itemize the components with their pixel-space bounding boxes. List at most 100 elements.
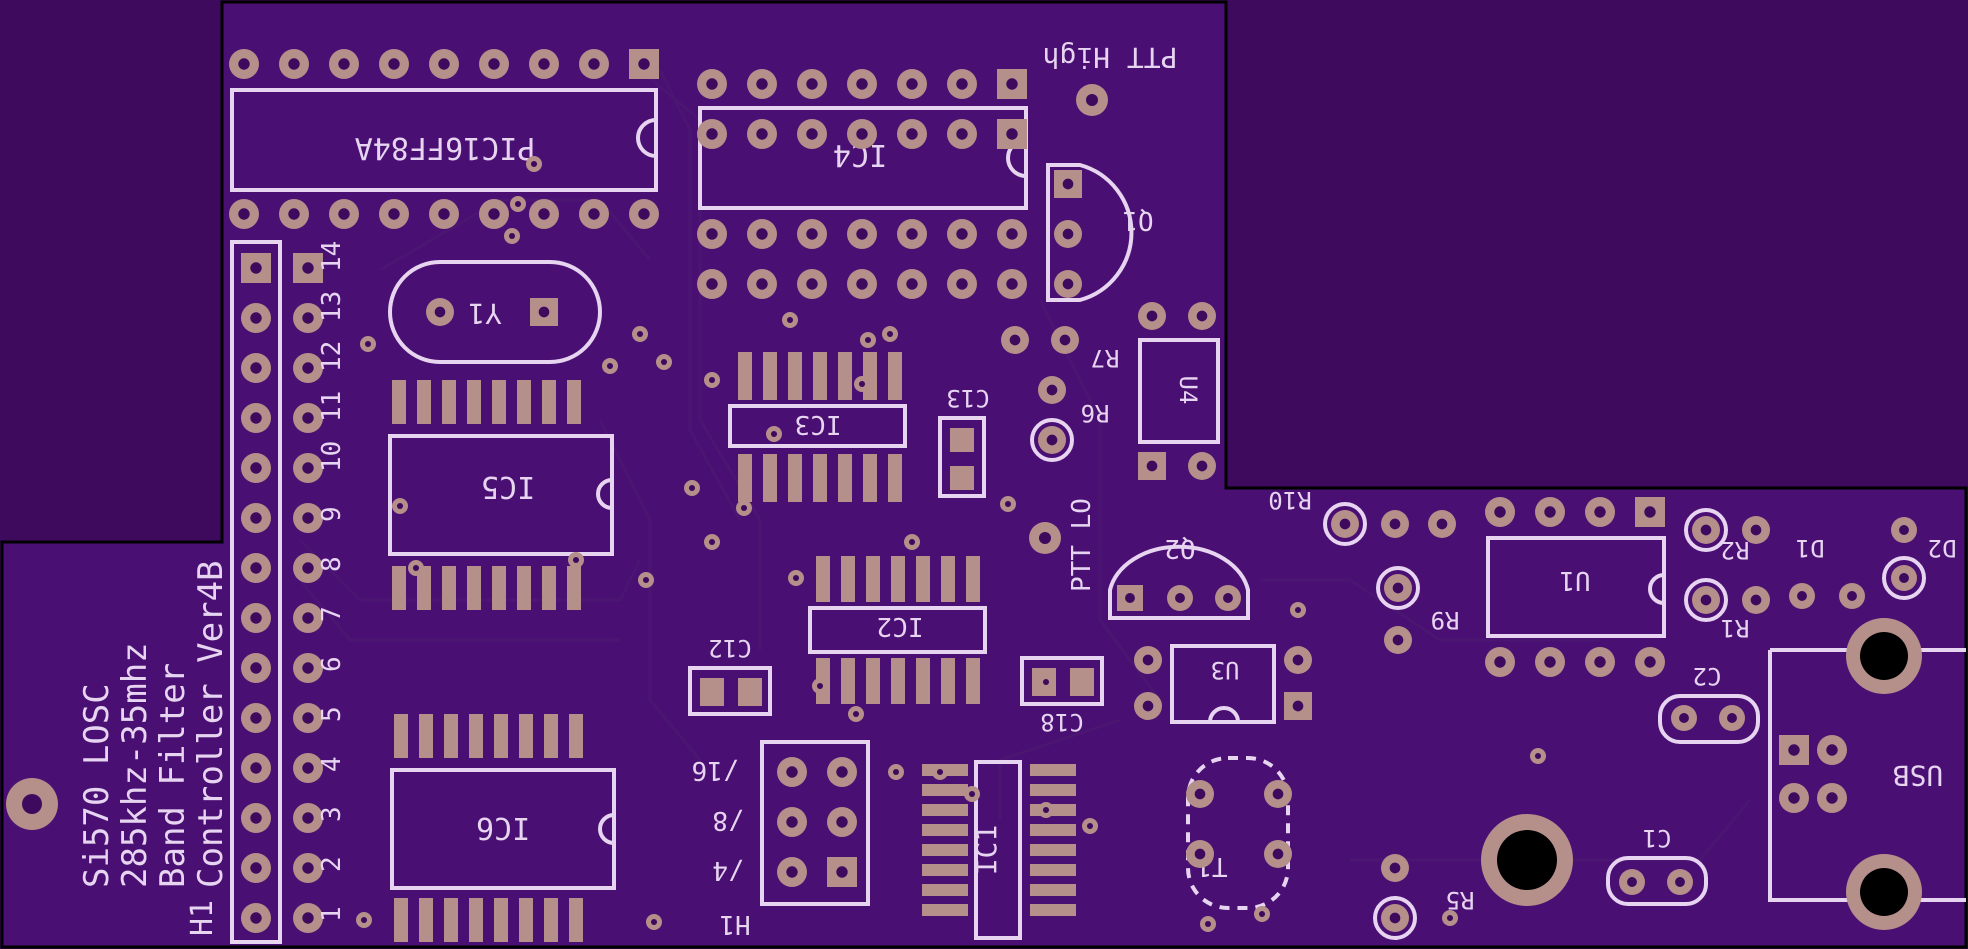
smd-pad	[838, 352, 852, 400]
smd-pad	[442, 566, 456, 610]
r1-label: R1	[1721, 614, 1750, 642]
ptt-lo-label: PTT LO	[1067, 498, 1097, 592]
pad-drill	[250, 312, 262, 324]
ic1-chip: IC1	[970, 760, 1022, 940]
div4-label: /4	[712, 855, 743, 885]
pad-drill	[606, 362, 614, 370]
smd-pad	[863, 454, 877, 502]
title-line-1: Si570 LOSC	[77, 683, 117, 888]
pad-drill	[786, 816, 798, 828]
pad-drill	[836, 816, 848, 828]
pads-layer	[229, 49, 1917, 942]
pad-drill	[1544, 656, 1556, 668]
pad-drill	[936, 768, 944, 776]
pad-drill	[1594, 506, 1606, 518]
div16-label: /16	[692, 755, 739, 785]
pad-drill	[806, 228, 818, 240]
ic2-chip: IC2	[808, 606, 987, 654]
q2-transistor: Q2	[1108, 533, 1250, 620]
pad-drill	[756, 228, 768, 240]
pad-drill	[1042, 678, 1050, 686]
smd-pad	[419, 898, 433, 942]
c1-label: C1	[1643, 824, 1672, 852]
smd-pad	[542, 380, 556, 424]
pad-drill	[856, 128, 868, 140]
header-pin-number: 9	[317, 506, 347, 522]
pad-drill	[856, 228, 868, 240]
pad-drill	[1294, 606, 1302, 614]
pad-drill	[1142, 700, 1154, 712]
pad-drill	[488, 208, 500, 220]
pad-drill	[288, 208, 300, 220]
smd-pad	[922, 824, 968, 836]
c18-label: C18	[1040, 708, 1083, 736]
smd-pad	[567, 380, 581, 424]
pad-drill	[1826, 744, 1838, 756]
pad-drill	[1750, 594, 1762, 606]
pad-drill	[302, 262, 314, 274]
pad-drill	[1727, 713, 1737, 723]
pad-drill	[1292, 700, 1304, 712]
smd-pad	[517, 380, 531, 424]
c1-capacitor: C1	[1606, 824, 1708, 906]
pad-drill	[1436, 518, 1448, 530]
r9-label: R9	[1431, 606, 1460, 634]
pad-drill	[1847, 591, 1857, 601]
pad-drill	[1899, 525, 1909, 535]
pad-drill	[886, 330, 894, 338]
smd-pad	[1030, 824, 1076, 836]
smd-pad	[394, 898, 408, 942]
header-left	[230, 240, 282, 944]
pad-drill	[530, 160, 538, 168]
pad-drill	[1086, 822, 1094, 830]
smd-pad	[1030, 784, 1076, 796]
smd-pad	[916, 556, 930, 602]
pad-drill	[906, 278, 918, 290]
pad-drill	[1627, 877, 1637, 887]
pad-drill	[238, 208, 250, 220]
smd-pad	[738, 352, 752, 400]
smd-pad	[1030, 904, 1076, 916]
pad-drill	[856, 78, 868, 90]
pad-drill	[1125, 593, 1135, 603]
pad-drill	[756, 78, 768, 90]
pad-drill	[302, 362, 314, 374]
pad-drill	[488, 58, 500, 70]
pad-drill	[786, 316, 794, 324]
pad-drill	[250, 762, 262, 774]
pad-drill	[792, 574, 800, 582]
smd-pad	[1070, 668, 1094, 696]
pad-drill	[1750, 524, 1762, 536]
pad-drill	[250, 562, 262, 574]
smd-pad	[469, 714, 483, 758]
pad-drill	[250, 462, 262, 474]
pad-drill	[302, 762, 314, 774]
pad-drill	[1146, 460, 1158, 472]
pad-drill	[438, 58, 450, 70]
smd-pad	[922, 784, 968, 796]
ic1-label: IC1	[970, 825, 1003, 876]
pad-drill	[1046, 384, 1058, 396]
pad-drill	[636, 330, 644, 338]
smd-pad	[838, 454, 852, 502]
smd-pad	[519, 714, 533, 758]
pad-drill	[968, 790, 976, 798]
pad-drill	[250, 812, 262, 824]
pad-drill	[806, 278, 818, 290]
pad-drill	[706, 228, 718, 240]
smd-pad	[866, 556, 880, 602]
smd-pad	[392, 566, 406, 610]
usb-label: USB	[1893, 759, 1944, 792]
pad-drill	[956, 228, 968, 240]
smd-pad	[922, 884, 968, 896]
pad-drill	[1059, 334, 1071, 346]
pad-drill	[786, 766, 798, 778]
pad-drill	[302, 612, 314, 624]
c13-capacitor: C13	[938, 384, 990, 498]
u3-chip: U3	[1170, 644, 1276, 724]
pad-drill	[1392, 582, 1404, 594]
header-pin-number: 10	[317, 441, 347, 472]
pad-drill	[238, 58, 250, 70]
pad-drill	[250, 862, 262, 874]
smd-pad	[738, 678, 762, 706]
